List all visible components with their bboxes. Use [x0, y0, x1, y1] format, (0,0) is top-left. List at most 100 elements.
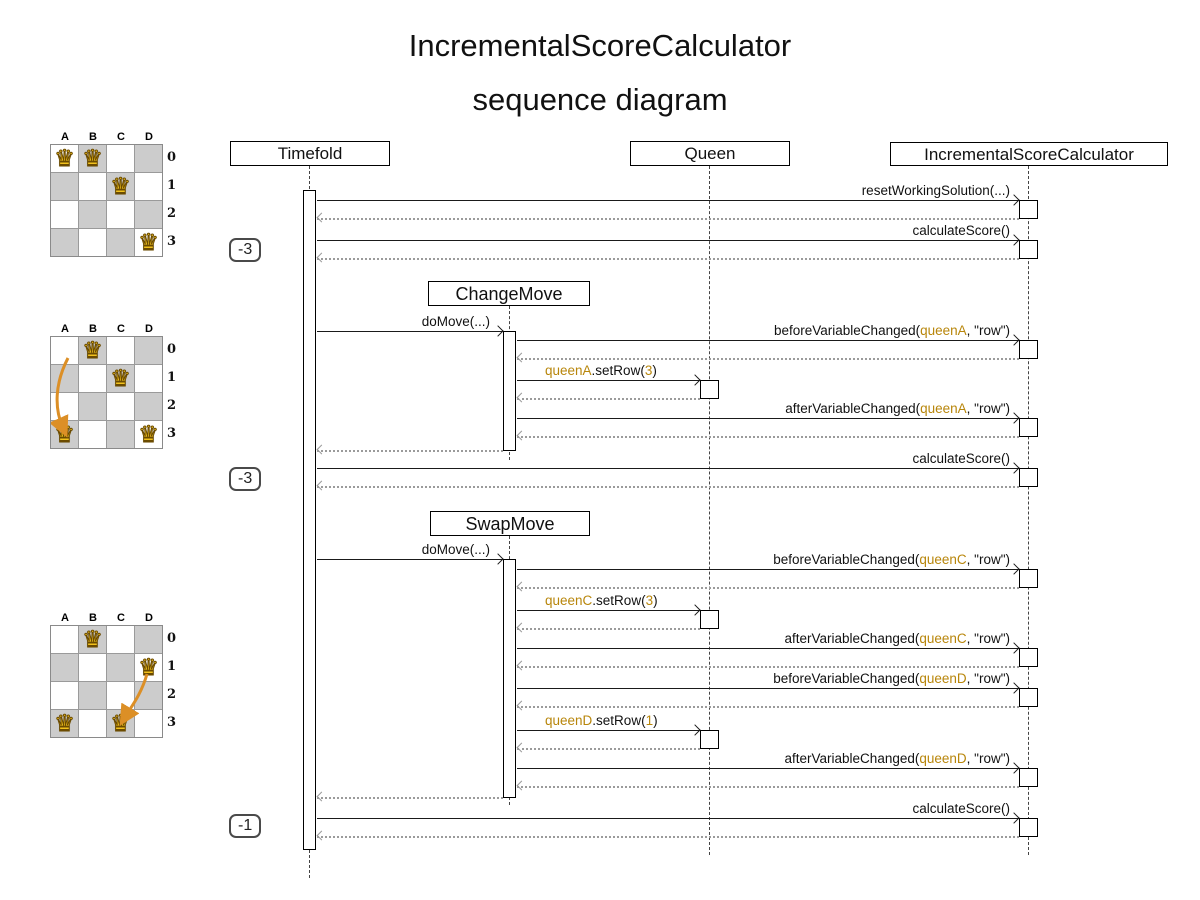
column-label-A: A: [61, 612, 69, 624]
board-cell-D1: [135, 365, 162, 392]
diagram-title-line2: sequence diagram: [472, 82, 728, 117]
board-cell-D1: [135, 173, 162, 200]
message-text: doMove(...): [421, 314, 490, 329]
message-text: doMove(...): [421, 542, 490, 557]
board-cells: ♛♛♛♛: [50, 625, 163, 738]
message-text: ): [653, 593, 658, 608]
row-label-1: 1: [167, 370, 177, 385]
arrowhead-icon: [689, 374, 701, 386]
message-param: 3: [644, 363, 653, 378]
return-arrowhead-icon: [516, 581, 527, 592]
message-param: queenA: [920, 401, 967, 416]
activation-isc-after-d: [1019, 768, 1038, 787]
message-label-setrow-a: queenA.setRow(3): [545, 363, 657, 378]
board-cell-C1: ♛: [107, 365, 134, 392]
message-param: queenD: [919, 671, 967, 686]
activation-isc-after-c: [1019, 648, 1038, 667]
message-text: .setRow(: [591, 363, 645, 378]
board-cell-D3: ♛: [135, 421, 162, 448]
message-text: calculateScore(): [912, 223, 1010, 238]
message-line-before-c: [517, 569, 1019, 570]
message-label-reset: resetWorkingSolution(...): [862, 183, 1010, 198]
message-line-domove1: [317, 331, 503, 332]
return-arrowhead-icon: [316, 480, 327, 491]
activation-queen-setrow-d: [700, 730, 719, 749]
row-label-2: 2: [167, 206, 177, 221]
column-label-D: D: [145, 131, 153, 143]
return-arrowhead-icon: [316, 252, 327, 263]
board-cell-C3: [107, 421, 134, 448]
message-param: queenD: [545, 713, 593, 728]
message-text: calculateScore(): [912, 451, 1010, 466]
arrowhead-icon: [1008, 334, 1020, 346]
message-param: queenA: [920, 323, 967, 338]
lifeline-head-timefold: Timefold: [230, 141, 390, 166]
message-line-before-d: [517, 688, 1019, 689]
return-line: [317, 797, 503, 799]
return-line: [517, 628, 700, 630]
arrowhead-icon: [689, 604, 701, 616]
return-line: [517, 666, 1019, 668]
message-label-domove2: doMove(...): [422, 542, 490, 557]
arrowhead-icon: [689, 724, 701, 736]
message-text: , "row"): [966, 751, 1010, 766]
activation-bar-changemove: [503, 331, 516, 451]
message-line-calc3: [317, 818, 1019, 819]
message-line-setrow-d: [517, 730, 700, 731]
message-label-after-c: afterVariableChanged(queenC, "row"): [785, 631, 1010, 646]
board-cell-C0: [107, 337, 134, 364]
board-cell-C0: [107, 626, 134, 653]
message-label-after-d: afterVariableChanged(queenD, "row"): [785, 751, 1010, 766]
row-label-3: 3: [167, 426, 177, 441]
queen-piece: ♛: [138, 654, 160, 680]
arrowhead-icon: [1008, 194, 1020, 206]
queen-piece: ♛: [54, 710, 76, 736]
board-cell-A3: ♛: [51, 710, 78, 737]
message-line-before-a: [517, 340, 1019, 341]
board-cell-D3: ♛: [135, 229, 162, 256]
message-line-after-d: [517, 768, 1019, 769]
column-label-C: C: [117, 323, 125, 335]
board-cell-D2: [135, 393, 162, 420]
column-label-B: B: [89, 612, 97, 624]
activation-bar-timefold: [303, 190, 316, 850]
return-arrowhead-icon: [516, 622, 527, 633]
lifeline-isc: [1028, 166, 1029, 855]
arrowhead-icon: [1008, 563, 1020, 575]
board-cell-A0: [51, 626, 78, 653]
lifeline-head-queen: Queen: [630, 141, 790, 166]
message-label-before-d: beforeVariableChanged(queenD, "row"): [773, 671, 1010, 686]
return-arrowhead-icon: [316, 212, 327, 223]
activation-isc-calc1: [1019, 240, 1038, 259]
message-line-after-a: [517, 418, 1019, 419]
move-arrow: [51, 357, 70, 438]
message-line-calc1: [317, 240, 1019, 241]
return-arrowhead-icon: [516, 700, 527, 711]
lifeline-head-swapmove: SwapMove: [430, 511, 590, 536]
row-label-2: 2: [167, 687, 177, 702]
board-cell-D0: [135, 626, 162, 653]
row-label-0: 0: [167, 150, 177, 165]
message-label-calc1: calculateScore(): [912, 223, 1010, 238]
activation-bar-swapmove: [503, 559, 516, 798]
board-cell-D0: [135, 145, 162, 172]
board-cell-B3: [79, 710, 106, 737]
arrowhead-icon: [492, 553, 504, 565]
board-cell-B3: [79, 229, 106, 256]
queen-piece: ♛: [138, 421, 160, 447]
board-cell-C1: ♛: [107, 173, 134, 200]
row-label-0: 0: [167, 631, 177, 646]
board-cell-B1: [79, 654, 106, 681]
message-label-setrow-d: queenD.setRow(1): [545, 713, 658, 728]
board-cell-A1: [51, 654, 78, 681]
message-text: afterVariableChanged(: [785, 401, 921, 416]
return-line: [317, 450, 503, 452]
arrowhead-icon: [1008, 642, 1020, 654]
message-param: queenC: [919, 552, 967, 567]
message-text: , "row"): [966, 631, 1010, 646]
